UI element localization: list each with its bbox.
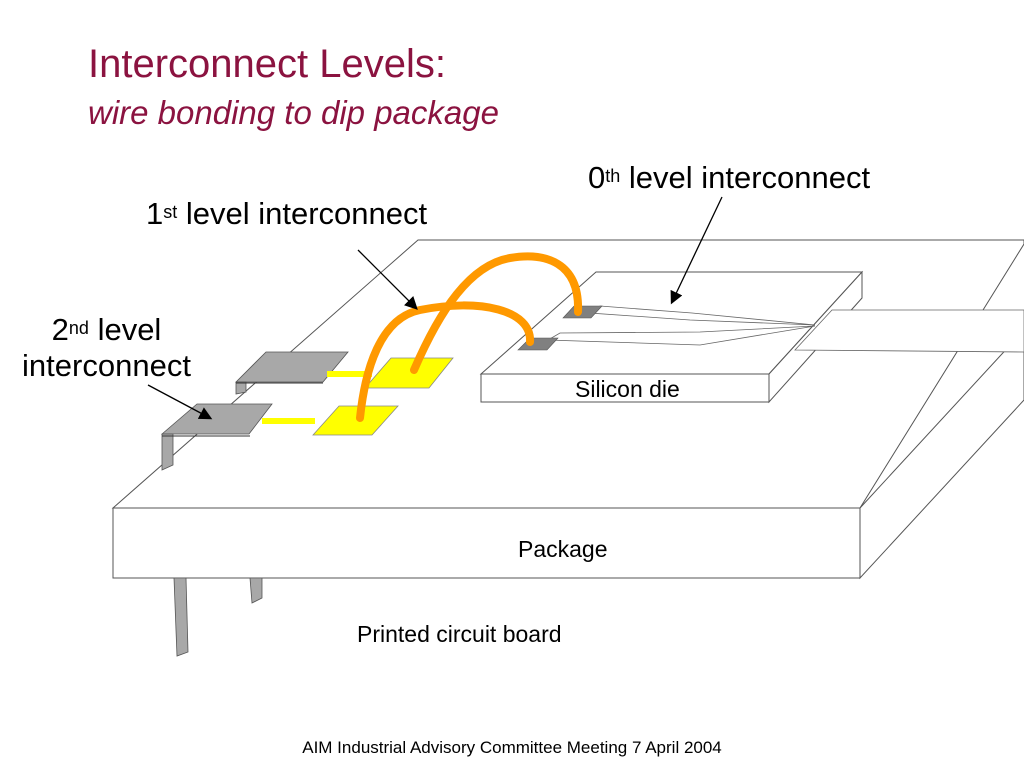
label-level0-num: 0	[588, 160, 606, 195]
die-trace-lower	[546, 325, 816, 346]
bond-pad-upper	[364, 357, 454, 389]
zoom-callout	[794, 309, 1024, 353]
label-level1-sup: st	[163, 202, 178, 222]
package-leads	[160, 351, 349, 657]
package-bond-pads	[312, 357, 454, 436]
label-level2-line1: 2nd level	[14, 312, 199, 348]
wire-bond-upper	[410, 252, 583, 374]
arrow-level0	[670, 196, 723, 305]
bond-pad-lower	[312, 405, 399, 436]
arrow-level1	[357, 249, 418, 310]
label-level0-sup: th	[605, 166, 621, 186]
label-level0-text: level interconnect	[620, 160, 871, 195]
label-level2: 2nd level interconnect	[14, 312, 199, 384]
slide-footer: AIM Industrial Advisory Committee Meetin…	[302, 738, 722, 757]
label-level2-sup: nd	[68, 318, 89, 338]
lead-leg-upper	[235, 381, 247, 395]
die-traces	[546, 305, 1024, 353]
label-level2-text: level	[88, 312, 162, 347]
callout-arrows	[147, 196, 723, 420]
slide-subtitle: wire bonding to dip package	[88, 94, 499, 131]
label-level2-line2: interconnect	[22, 348, 191, 383]
label-level1-num: 1	[146, 196, 164, 231]
wire-bond-lower	[356, 301, 534, 422]
label-silicon-die: Silicon die	[575, 376, 680, 402]
wire-bonds	[356, 252, 583, 422]
slide-title: Interconnect Levels:	[88, 42, 446, 86]
package-front-face	[112, 507, 861, 579]
lead-pin-front	[173, 577, 189, 657]
package-side-face	[859, 329, 1024, 580]
die-pad-upper	[562, 305, 603, 319]
label-package: Package	[518, 536, 608, 562]
lead-leg-lower	[161, 433, 174, 471]
label-level1-text: level interconnect	[177, 196, 428, 231]
label-level1: 1st level interconnect	[146, 196, 427, 232]
arrow-level2	[147, 384, 213, 420]
label-level2-num: 2	[51, 312, 69, 347]
label-pcb: Printed circuit board	[357, 621, 562, 647]
label-level0: 0th level interconnect	[588, 160, 870, 196]
lead-tab-upper	[235, 351, 349, 383]
lead-pin-back	[249, 577, 263, 604]
lead-tab-lower	[160, 403, 273, 435]
